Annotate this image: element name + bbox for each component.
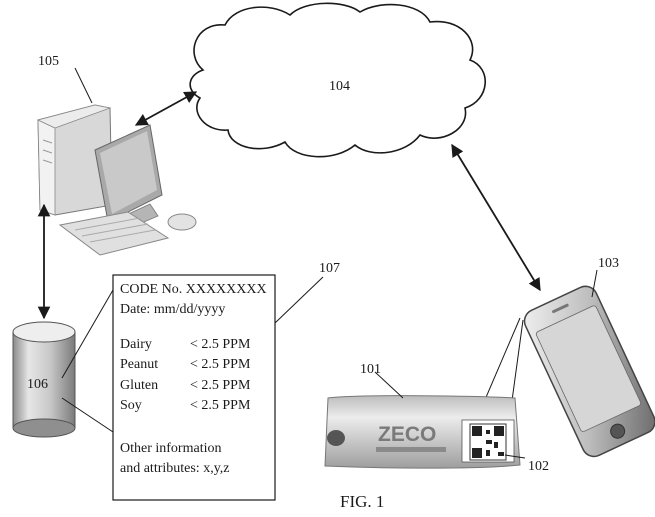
allergen-value-soy: < 2.5 PPM <box>190 398 250 414</box>
label-106: 106 <box>27 377 48 392</box>
allergen-name-gluten: Gluten <box>120 378 158 394</box>
arrow-cloud-phone <box>452 145 540 290</box>
doc-code: CODE No. XXXXXXXX <box>120 282 267 298</box>
label-103: 103 <box>598 256 619 271</box>
allergen-value-gluten: < 2.5 PPM <box>190 378 250 394</box>
doc-date: Date: mm/dd/yyyy <box>120 302 225 318</box>
product-brand: ZECO <box>378 423 436 446</box>
allergen-name-soy: Soy <box>120 398 142 414</box>
doc-other-line2: and attributes: x,y,z <box>120 461 230 477</box>
product-brand-stripe <box>376 447 446 452</box>
allergen-name-peanut: Peanut <box>120 357 158 373</box>
label-105: 105 <box>38 54 59 69</box>
allergen-value-peanut: < 2.5 PPM <box>190 357 250 373</box>
qr-code <box>470 424 506 460</box>
smartphone-icon <box>521 282 655 460</box>
allergen-name-dairy: Dairy <box>120 337 152 353</box>
label-101: 101 <box>360 362 381 377</box>
arrow-computer-cloud <box>136 92 196 125</box>
label-107: 107 <box>319 261 340 276</box>
figure-caption: FIG. 1 <box>340 492 384 511</box>
leader-105 <box>75 68 92 103</box>
label-102: 102 <box>528 459 549 474</box>
doc-other-line1: Other information <box>120 441 221 457</box>
allergen-value-dairy: < 2.5 PPM <box>190 337 250 353</box>
computer-icon <box>38 105 196 255</box>
leader-107 <box>275 277 323 323</box>
label-104: 104 <box>329 79 350 94</box>
